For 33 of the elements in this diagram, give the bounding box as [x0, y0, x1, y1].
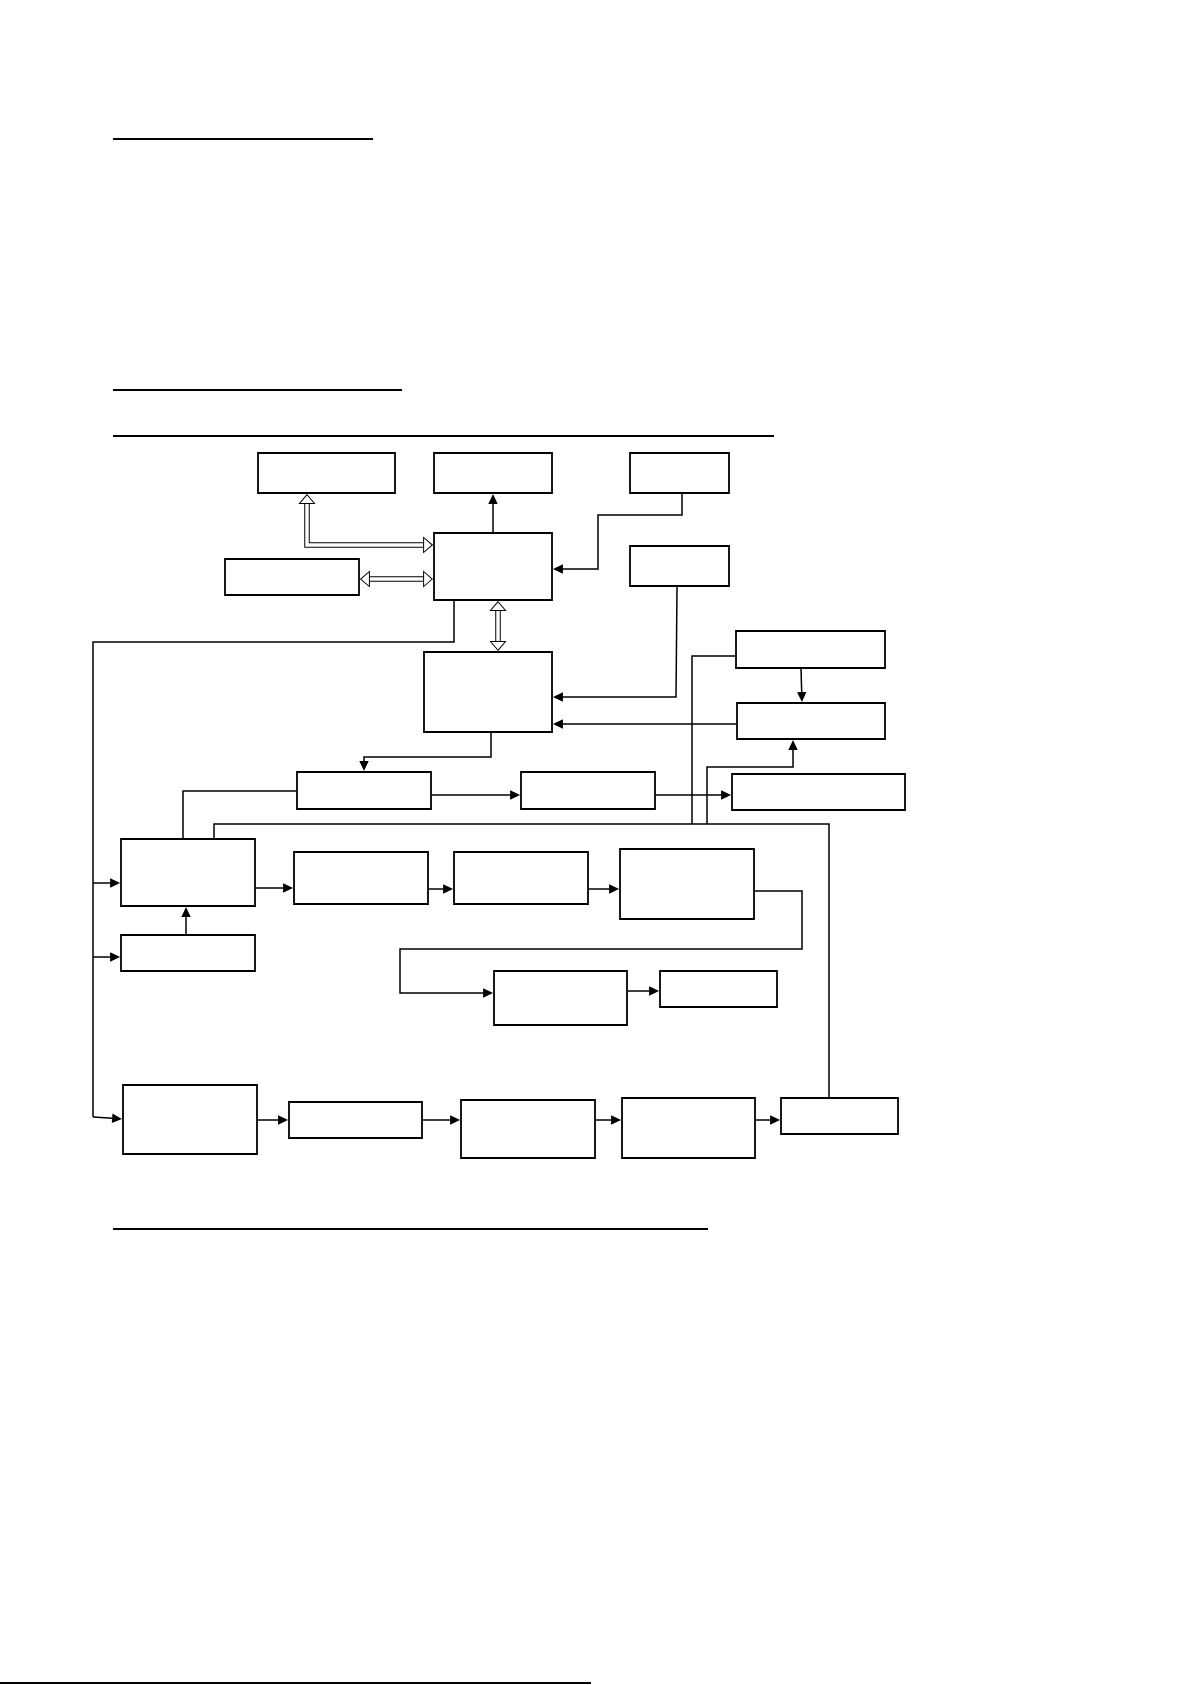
block-box [460, 1099, 596, 1159]
block-box [257, 452, 396, 494]
block-box [621, 1097, 756, 1159]
block-box [735, 630, 886, 669]
arrow [399, 890, 803, 998]
block-box [520, 771, 656, 810]
block-box [453, 851, 589, 905]
block-box [780, 1097, 899, 1135]
block-box [224, 558, 360, 596]
block-box [629, 452, 730, 494]
block-box [629, 545, 730, 587]
connector-line [92, 600, 455, 1118]
block-box [619, 848, 755, 920]
block-box [122, 1084, 258, 1155]
block-box [296, 771, 432, 810]
block-box [731, 773, 906, 811]
block-box [433, 532, 553, 601]
block-box [293, 851, 429, 905]
block-box [493, 970, 628, 1026]
connector-line [182, 790, 297, 839]
connector-line [691, 823, 830, 1098]
block-box [288, 1101, 423, 1139]
block-box [423, 651, 553, 733]
block-box [736, 702, 886, 740]
block-box [659, 970, 778, 1008]
connector-line [213, 823, 693, 839]
block-box [120, 934, 256, 972]
hollow-double-arrow [299, 494, 433, 553]
connector-line [691, 655, 736, 825]
hollow-double-arrow [360, 571, 433, 587]
block-box [433, 452, 553, 494]
hollow-double-arrow [490, 601, 507, 651]
block-box [120, 838, 256, 907]
